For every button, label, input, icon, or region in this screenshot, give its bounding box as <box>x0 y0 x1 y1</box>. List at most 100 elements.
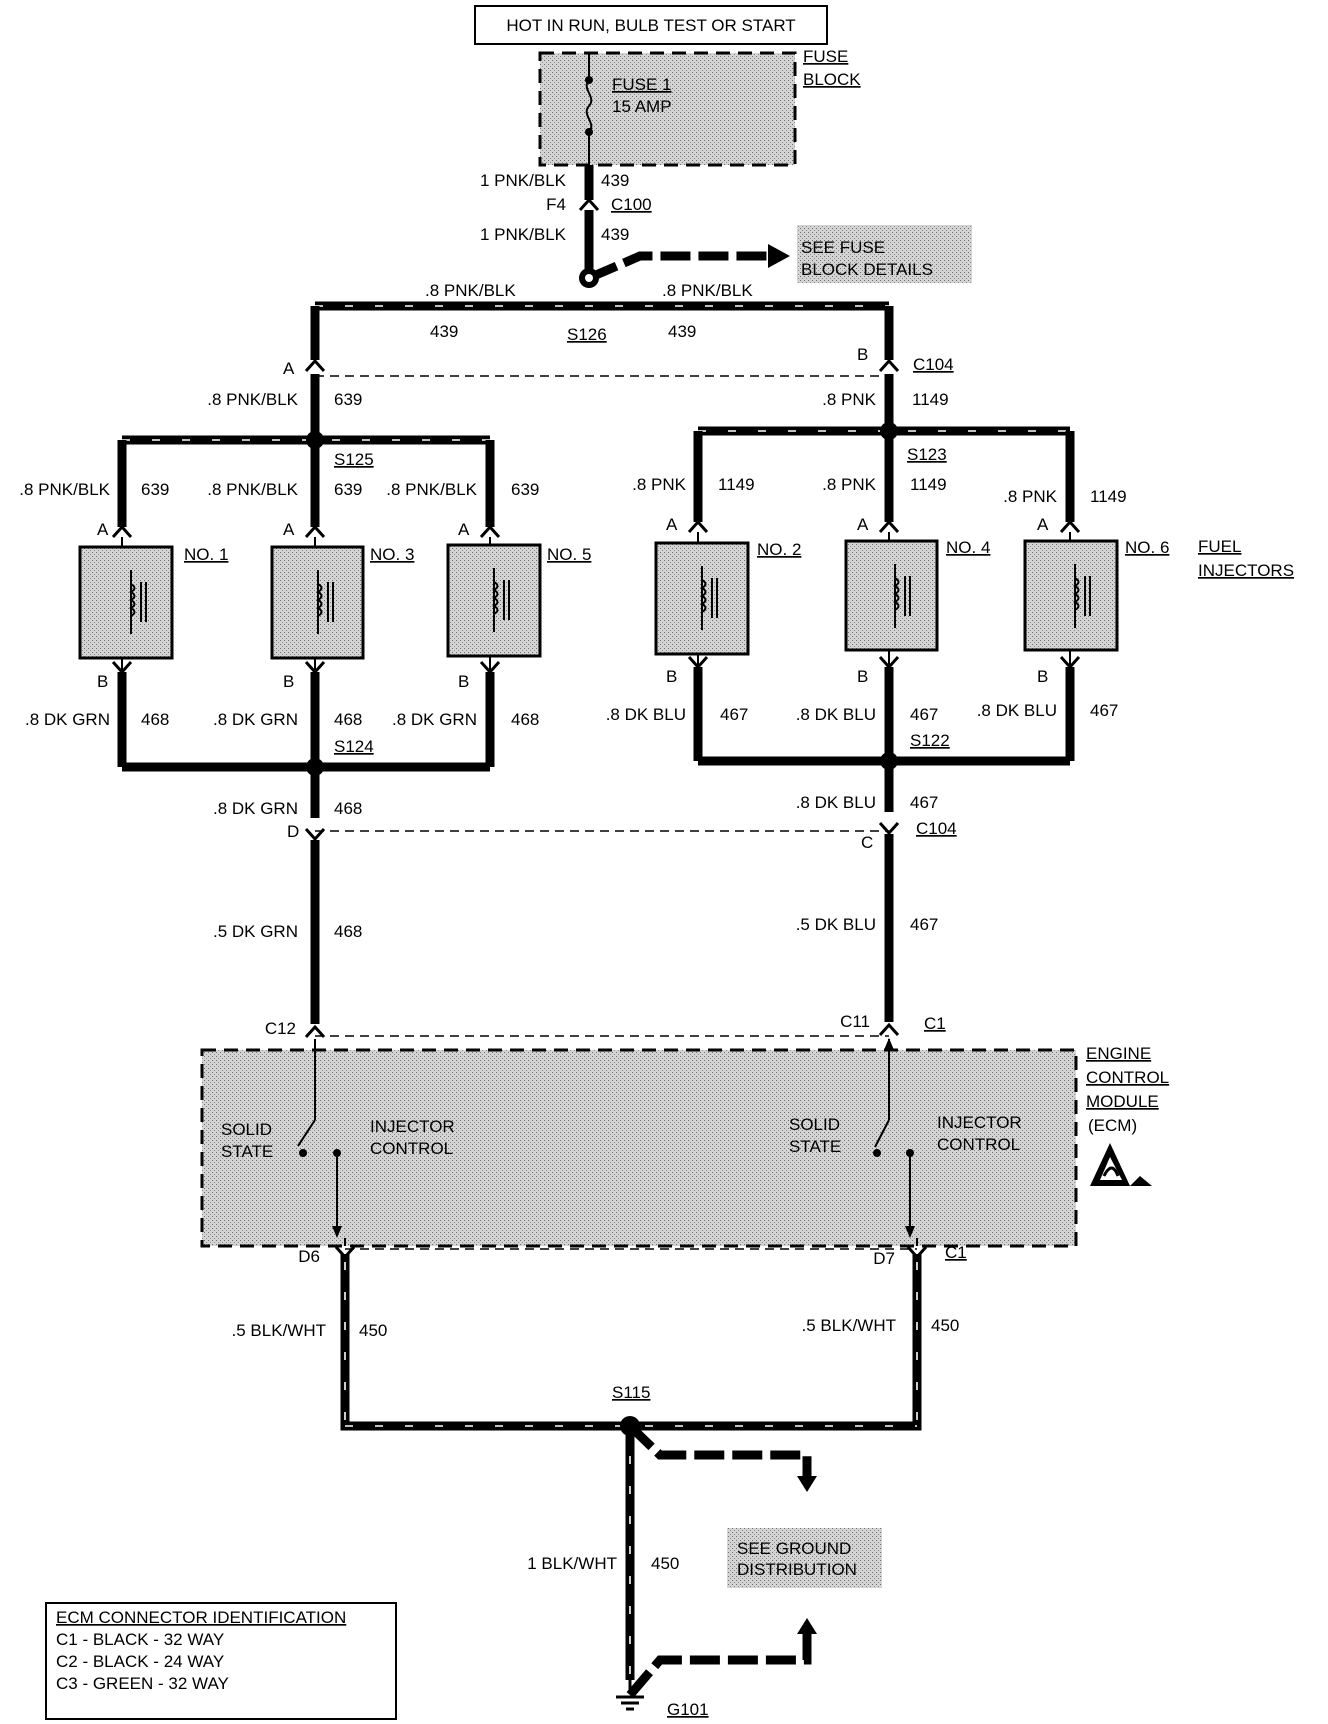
injector-supply-wire: .8 PNK <box>1003 487 1058 506</box>
injector-pin-b: B <box>1037 667 1048 686</box>
injector-name: NO. 5 <box>547 545 591 564</box>
injector-pin-b: B <box>857 667 868 686</box>
injector-pin-b: B <box>283 672 294 691</box>
ecm-feed-left-circuit: 468 <box>334 922 362 941</box>
injector-return-wire: .8 DK BLU <box>606 705 686 724</box>
injector-supply-circuit: 639 <box>141 480 169 499</box>
ecm-solid-state-right-1: SOLID <box>789 1115 840 1134</box>
ecm-ground-right-wire: .5 BLK/WHT <box>802 1316 896 1335</box>
injector-supply-wire: .8 PNK/BLK <box>386 480 477 499</box>
injector-supply-wire: .8 PNK/BLK <box>19 480 110 499</box>
s126-right-wire: .8 PNK/BLK <box>662 281 753 300</box>
injector-no-3: .8 PNK/BLK 639 A B NO. 3 .8 DK GRN 468 <box>207 480 414 729</box>
ground-icon <box>616 1680 644 1711</box>
ecm-label-1: ENGINE <box>1086 1044 1151 1063</box>
injector-return-wire: .8 DK BLU <box>796 705 876 724</box>
injector-return-wire: .8 DK GRN <box>25 710 110 729</box>
injector-no-6: .8 PNK 1149 A B NO. 6 .8 DK BLU 467 <box>977 487 1170 720</box>
splice-dots <box>306 268 898 1436</box>
injector-name: NO. 1 <box>184 545 228 564</box>
feed-connector-pin: F4 <box>546 195 566 214</box>
ecm-feed-left-wire: .5 DK GRN <box>213 922 298 941</box>
injector-supply-circuit: 1149 <box>1090 487 1127 506</box>
esd-warning-icon <box>1090 1143 1152 1186</box>
ecm-feed-right-pin: C11 <box>840 1012 870 1031</box>
fuse-block-label-2: BLOCK <box>803 70 861 89</box>
injector-pin-a: A <box>97 520 109 539</box>
injector-name: NO. 6 <box>1125 538 1169 557</box>
injectors-label-1: FUEL <box>1198 537 1241 556</box>
injector-name: NO. 3 <box>370 545 414 564</box>
g101-name: G101 <box>667 1700 709 1719</box>
ground-feed-circuit: 450 <box>651 1554 679 1573</box>
s126-left-circuit: 439 <box>430 322 458 341</box>
feed-lower-wire: 1 PNK/BLK <box>480 225 567 244</box>
ecm-feed-right-circuit: 467 <box>910 915 938 934</box>
injectors-label-2: INJECTORS <box>1198 561 1294 580</box>
feed-connector: C100 <box>611 195 652 214</box>
injector-pin-a: A <box>283 520 295 539</box>
ecm-ground-connector: C1 <box>945 1243 967 1262</box>
feed-lower-circuit: 439 <box>601 225 629 244</box>
s124-name: S124 <box>334 737 374 756</box>
injector-pin-b: B <box>458 672 469 691</box>
injector-pin-a: A <box>857 515 869 534</box>
s126-name: S126 <box>567 325 607 344</box>
injector-name: NO. 4 <box>946 538 990 557</box>
arrow-down-icon <box>797 1476 817 1492</box>
ecm-injector-control-right-1: INJECTOR <box>937 1113 1022 1132</box>
injector-return-circuit: 467 <box>720 705 748 724</box>
right-supply-wire: .8 PNK <box>822 390 877 409</box>
s122-name: S122 <box>910 731 950 750</box>
ecm-feed-left-pin: C12 <box>265 1019 296 1038</box>
c104-top-connector: C104 <box>913 355 954 374</box>
ecm-ground-left-circuit: 450 <box>359 1321 387 1340</box>
injector-pin-b: B <box>97 672 108 691</box>
see-ground-line1: SEE GROUND <box>737 1539 851 1558</box>
arrow-right-icon <box>768 244 790 268</box>
connector-id-row: C2 - BLACK - 24 WAY <box>56 1652 224 1671</box>
injector-return-circuit: 468 <box>141 710 169 729</box>
c104-bottom-connector: C104 <box>916 819 957 838</box>
s126-right-circuit: 439 <box>668 322 696 341</box>
injector-no-4: .8 PNK 1149 A B NO. 4 .8 DK BLU 467 <box>796 475 991 724</box>
injector-no-2: .8 PNK 1149 A B NO. 2 .8 DK BLU 467 <box>606 475 802 724</box>
see-ground-line2: DISTRIBUTION <box>737 1560 857 1579</box>
connector-id-title: ECM CONNECTOR IDENTIFICATION <box>56 1608 346 1627</box>
fuse-block-label-1: FUSE <box>803 47 848 66</box>
injector-no-1: .8 PNK/BLK 639 A B NO. 1 .8 DK GRN 468 <box>19 480 228 729</box>
ecm-module: SOLID STATE INJECTOR CONTROL SOLID STATE… <box>200 1038 1078 1248</box>
ecm-solid-state-left-2: STATE <box>221 1142 273 1161</box>
see-fuse-details-line1: SEE FUSE <box>801 238 885 257</box>
s126-left-wire: .8 PNK/BLK <box>425 281 516 300</box>
c104-top-left-pin: A <box>283 359 295 378</box>
ecm-injector-control-right-2: CONTROL <box>937 1135 1020 1154</box>
ecm-ground-right-circuit: 450 <box>931 1316 959 1335</box>
fuse-rating: 15 AMP <box>612 97 672 116</box>
connector-id-row: C3 - GREEN - 32 WAY <box>56 1674 229 1693</box>
s122-wire: .8 DK BLU <box>796 793 876 812</box>
s123-name: S123 <box>907 445 947 464</box>
injector-pin-a: A <box>458 520 470 539</box>
injector-supply-circuit: 639 <box>334 480 362 499</box>
injector-no-5: .8 PNK/BLK 639 A B NO. 5 .8 DK GRN 468 <box>386 480 591 729</box>
fuse-name: FUSE 1 <box>612 75 672 94</box>
connector-id-table: ECM CONNECTOR IDENTIFICATION C1 - BLACK … <box>45 1602 397 1720</box>
ecm-ground-left-wire: .5 BLK/WHT <box>232 1321 326 1340</box>
fuse-block: FUSE BLOCK FUSE 1 15 AMP <box>538 47 861 167</box>
s122-circuit: 467 <box>910 793 938 812</box>
injector-supply-circuit: 1149 <box>718 475 755 494</box>
c104-bottom-left-pin: D <box>287 822 299 841</box>
see-fuse-details: SEE FUSE BLOCK DETAILS <box>797 225 972 283</box>
ecm-injector-control-left-2: CONTROL <box>370 1139 453 1158</box>
ground-feed-wire: 1 BLK/WHT <box>527 1554 617 1573</box>
ecm-ground-right-pin: D7 <box>873 1249 895 1268</box>
injector-pin-b: B <box>666 667 677 686</box>
connector-symbols <box>304 197 928 1260</box>
injector-return-circuit: 468 <box>334 710 362 729</box>
injector-supply-circuit: 639 <box>511 480 539 499</box>
injector-supply-wire: .8 PNK <box>632 475 687 494</box>
injector-return-wire: .8 DK BLU <box>977 701 1057 720</box>
left-supply-circuit: 639 <box>334 390 362 409</box>
fuse-icon <box>585 53 593 165</box>
